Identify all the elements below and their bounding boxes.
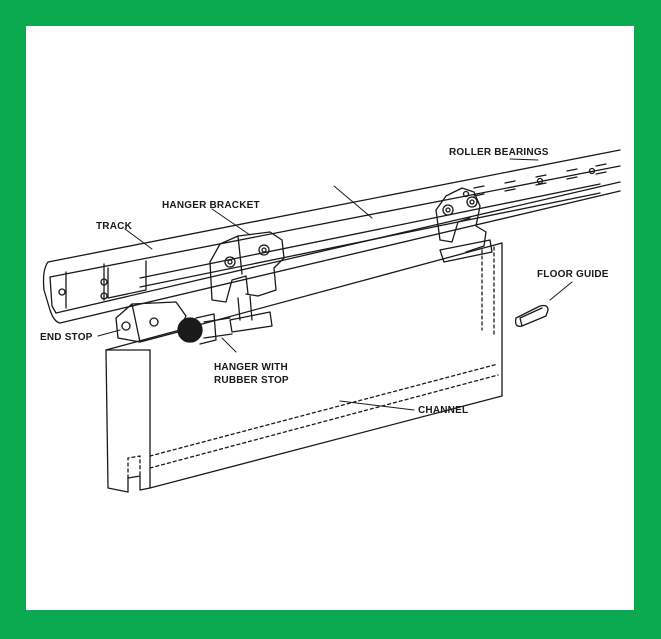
label-end-stop: END STOP xyxy=(40,332,93,343)
label-floor-guide: FLOOR GUIDE xyxy=(537,269,609,280)
end-stop xyxy=(115,301,187,343)
leader-lines xyxy=(97,158,573,411)
label-hanger-with: HANGER WITH xyxy=(214,362,288,373)
label-rubber-stop: RUBBER STOP xyxy=(214,375,289,386)
hanger-bracket-left xyxy=(209,231,285,333)
rubber-stop xyxy=(177,313,233,345)
label-track: TRACK xyxy=(96,221,132,232)
door-panel xyxy=(105,242,503,493)
track xyxy=(42,149,621,324)
label-roller-bearings: ROLLER BEARINGS xyxy=(449,147,549,158)
diagram-frame xyxy=(26,26,634,610)
label-hanger-bracket: HANGER BRACKET xyxy=(162,200,260,211)
hanger-bracket-right xyxy=(435,187,493,263)
floor-guide xyxy=(514,304,549,327)
label-channel: CHANNEL xyxy=(418,405,469,416)
